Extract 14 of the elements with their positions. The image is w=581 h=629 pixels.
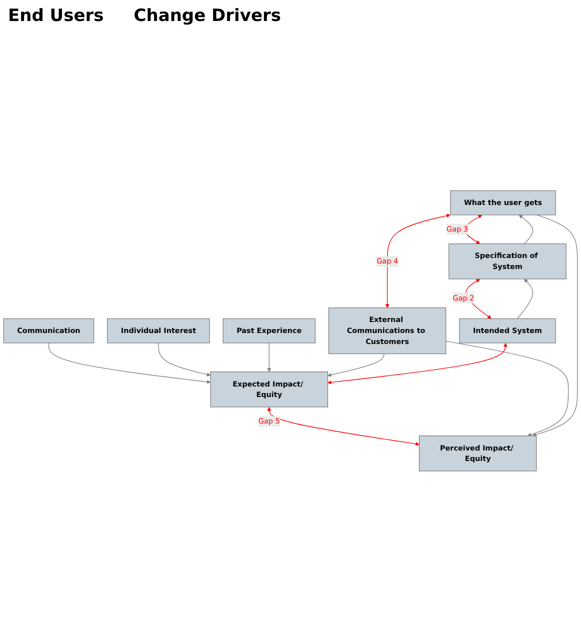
arrow	[518, 214, 534, 244]
arrow	[267, 342, 272, 372]
arrow	[466, 278, 492, 318]
arrow	[267, 406, 420, 446]
arrow	[532, 214, 578, 436]
arrow	[446, 340, 569, 436]
arrow	[328, 353, 384, 376]
arrow	[385, 213, 450, 308]
arrow	[158, 342, 211, 376]
section-label: End Users	[8, 6, 104, 26]
arrow	[48, 342, 211, 384]
arrow	[517, 278, 534, 319]
arrow	[328, 342, 508, 384]
section-label: Change Drivers	[134, 6, 281, 26]
